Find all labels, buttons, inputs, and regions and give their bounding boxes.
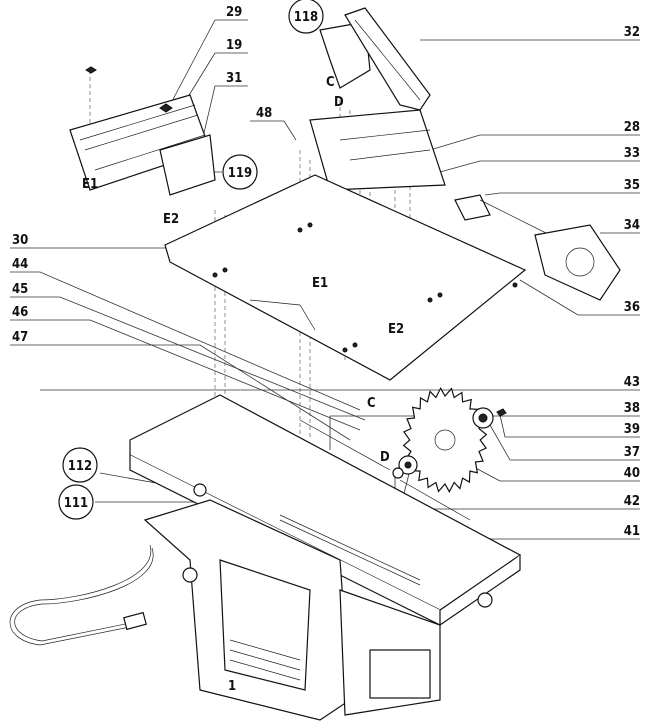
rip-fence xyxy=(454,194,621,301)
callout-33: 33 xyxy=(624,146,640,161)
callout-43: 43 xyxy=(624,375,640,390)
callout-42: 42 xyxy=(624,494,640,509)
callout-112-circle xyxy=(62,447,98,483)
callout-c-mid: C xyxy=(367,396,376,411)
callout-c-top: C xyxy=(326,75,335,90)
blade-guard-assembly xyxy=(69,66,216,196)
callout-38: 38 xyxy=(624,401,640,416)
callout-31: 31 xyxy=(226,71,242,86)
callout-35: 35 xyxy=(624,178,640,193)
callout-39: 39 xyxy=(624,422,640,437)
callout-30: 30 xyxy=(12,233,28,248)
riving-knife-and-guard xyxy=(319,7,431,111)
callout-labels: 29 19 31 119 E1 E2 118 C D 32 48 28 33 3… xyxy=(12,0,640,694)
callout-36: 36 xyxy=(624,300,640,315)
callout-19: 19 xyxy=(226,38,242,53)
callout-d-mid: D xyxy=(380,450,390,465)
callout-37: 37 xyxy=(624,445,640,460)
callout-e2-mid: E2 xyxy=(388,322,404,337)
callout-40: 40 xyxy=(624,466,640,481)
saw-blade xyxy=(392,387,507,493)
callout-e2-top: E2 xyxy=(163,212,179,227)
callout-111: 111 xyxy=(64,496,88,511)
callout-1: 1 xyxy=(228,679,236,694)
callout-34: 34 xyxy=(624,218,640,233)
callout-46: 46 xyxy=(12,305,28,320)
callout-119: 119 xyxy=(228,166,252,181)
callout-118-circle xyxy=(288,0,324,34)
callout-47: 47 xyxy=(12,330,28,345)
callout-28: 28 xyxy=(624,120,640,135)
callout-112: 112 xyxy=(68,459,92,474)
callout-29: 29 xyxy=(226,5,242,20)
callout-d-top: D xyxy=(334,95,344,110)
callout-119-circle xyxy=(222,154,258,190)
power-cord xyxy=(9,544,154,646)
callout-45: 45 xyxy=(12,282,28,297)
callout-e1-top: E1 xyxy=(82,177,98,192)
callout-111-circle xyxy=(58,484,94,520)
callout-e1-mid: E1 xyxy=(312,276,328,291)
callout-48: 48 xyxy=(256,106,272,121)
callout-118: 118 xyxy=(294,10,318,25)
callout-41: 41 xyxy=(624,524,640,539)
machine-base xyxy=(129,394,522,721)
callout-44: 44 xyxy=(12,257,28,272)
blade-teeth xyxy=(402,387,488,493)
callout-32: 32 xyxy=(624,25,640,40)
table-top xyxy=(164,174,527,381)
insert-plate xyxy=(309,109,446,191)
